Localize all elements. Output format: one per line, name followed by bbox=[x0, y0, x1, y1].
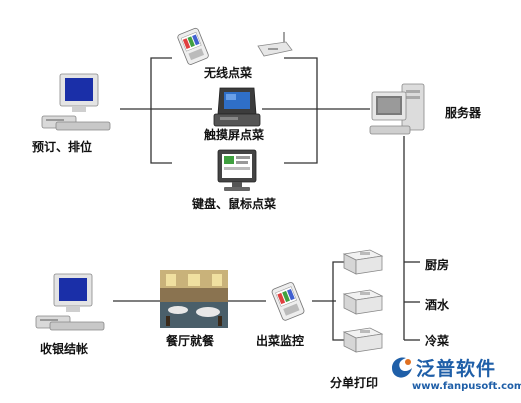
bracket-right bbox=[284, 57, 318, 164]
label-kitchen: 厨房 bbox=[425, 258, 450, 272]
label-cold-dish: 冷菜 bbox=[425, 334, 450, 348]
pda-icon bbox=[177, 27, 209, 65]
brand-url: www.fanpusoft.com bbox=[412, 381, 521, 392]
restaurant-photo-icon bbox=[160, 270, 228, 328]
bracket-left bbox=[150, 57, 172, 164]
brand-logo[interactable]: 泛普软件 www.fanpusoft.com bbox=[388, 352, 521, 398]
printer-icon bbox=[342, 249, 384, 275]
printer-icon bbox=[342, 289, 384, 315]
computer-icon bbox=[41, 73, 111, 131]
label-server: 服务器 bbox=[445, 106, 482, 120]
touch-pos-icon bbox=[213, 87, 261, 127]
lcd-monitor-icon bbox=[217, 149, 257, 191]
wireless-base-icon bbox=[257, 32, 293, 57]
label-checkout: 收银结帐 bbox=[40, 342, 89, 356]
computer-icon bbox=[35, 273, 105, 331]
label-wine: 酒水 bbox=[425, 298, 450, 312]
label-touch-order: 触摸屏点菜 bbox=[204, 128, 265, 142]
label-dish-monitor: 出菜监控 bbox=[256, 334, 305, 348]
brand-name: 泛普软件 bbox=[416, 358, 497, 380]
pda-icon bbox=[271, 282, 305, 321]
label-reserve: 预订、排位 bbox=[32, 140, 93, 154]
label-wireless-order: 无线点菜 bbox=[204, 66, 253, 80]
label-keyboard-order: 键盘、鼠标点菜 bbox=[192, 197, 277, 211]
label-split-print: 分单打印 bbox=[330, 376, 379, 390]
fanpu-logo-icon bbox=[392, 357, 412, 378]
bracket-printers bbox=[332, 261, 346, 341]
label-dining: 餐厅就餐 bbox=[166, 334, 215, 348]
printer-icon bbox=[342, 327, 384, 353]
server-icon bbox=[369, 83, 425, 135]
